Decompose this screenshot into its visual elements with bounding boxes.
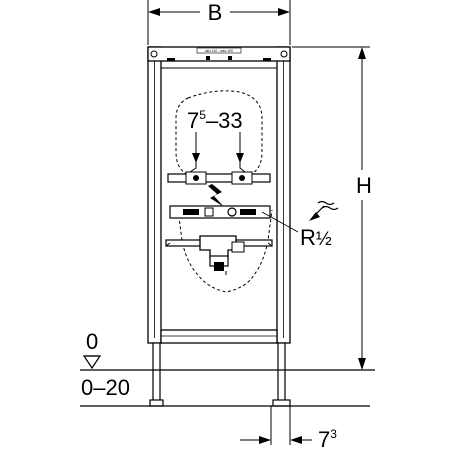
water-flow-icon (309, 200, 339, 221)
lower-bar-end-right (267, 242, 273, 247)
upper-pipe-end-right (239, 175, 245, 181)
water-wave-2 (317, 200, 335, 206)
top-rail-tab-left (167, 58, 175, 61)
height-label: H (356, 173, 372, 198)
middle-block-left (183, 209, 199, 215)
width-arrow-right (278, 8, 290, 16)
left-leg (152, 342, 161, 402)
height-dimension: H (292, 46, 372, 370)
right-leg (277, 342, 286, 402)
offset-label: 73 (318, 427, 337, 450)
width-label: B (208, 0, 223, 25)
width-arrow-left (148, 8, 160, 16)
offset-dimension: 73 (240, 406, 337, 450)
pipe-right-dimline (239, 132, 246, 173)
middle-block-right (240, 209, 256, 215)
pipe-spacing-dimension: 75–33 (187, 108, 246, 173)
bottom-rail (160, 329, 278, 344)
upper-crossbar-body (167, 173, 271, 183)
floor-level-triangle-icon (82, 355, 102, 370)
electrical-symbol-icon (208, 184, 224, 207)
info-plate (196, 47, 242, 54)
urinal-outline (175, 90, 273, 293)
drain-outlet (214, 262, 224, 271)
height-arrow-top (358, 47, 366, 59)
middle-valve (227, 207, 237, 217)
pipe-spacing-label: 75–33 (187, 108, 243, 133)
floor-zero-label: 0 (86, 329, 98, 354)
left-foot (149, 399, 164, 407)
connection-leader (261, 211, 299, 233)
info-plate-text: wilo 110 - wec.100 (205, 49, 233, 53)
drain-body (199, 235, 237, 259)
pipe-left-dimline (189, 132, 197, 173)
offset-arrow-left (259, 436, 271, 444)
legs (149, 342, 291, 407)
top-rail-tab-right (263, 58, 271, 61)
lower-crossbar (165, 235, 273, 275)
drain-side-bracket (231, 241, 245, 253)
floor-levels: 0 0–20 (80, 329, 375, 407)
upper-crossbar (167, 171, 271, 185)
top-rail-slot-right (228, 56, 232, 60)
water-wave-1 (321, 205, 339, 211)
urinal-bowl-outline (177, 209, 273, 293)
connection-label: R½ (300, 225, 332, 250)
lower-bar-end-left (165, 242, 171, 247)
top-rail-slot-left (206, 56, 210, 60)
middle-box-left (204, 207, 214, 217)
upper-pipe-end-left (193, 175, 199, 181)
top-rail (147, 46, 291, 62)
middle-crossbar (169, 205, 299, 233)
pipe-left-arrow (192, 153, 200, 163)
frame: wilo 110 - wec.100 (147, 46, 291, 344)
floor-range-label: 0–20 (81, 375, 130, 400)
right-foot (272, 399, 291, 407)
top-left-screw (150, 50, 158, 58)
top-right-screw (280, 50, 288, 58)
offset-arrow-right (290, 436, 302, 444)
water-arrow-head (309, 212, 320, 221)
height-arrow-bottom (358, 358, 366, 370)
width-dimension: B (147, 0, 291, 45)
pipe-right-arrow (236, 153, 244, 163)
urinal-top-outline (175, 90, 263, 177)
